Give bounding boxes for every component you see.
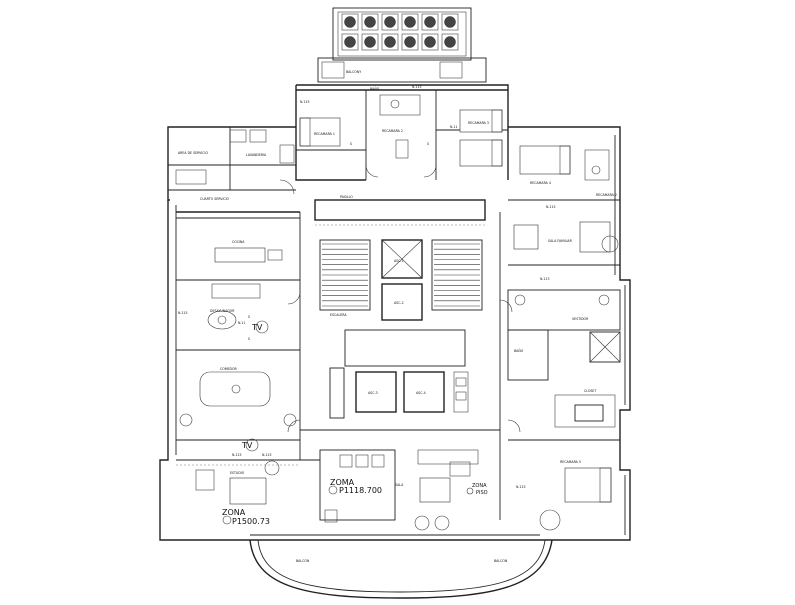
- fan-unit: [421, 33, 439, 51]
- fan-unit: [361, 33, 379, 51]
- fan-unit: [381, 13, 399, 31]
- service-area-label: AREA DE SERVICIO: [178, 151, 208, 155]
- fan-unit: [401, 13, 419, 31]
- level-marker-right-3: N.115: [516, 485, 525, 489]
- zone-1-title: ZONA: [222, 508, 246, 517]
- bath-right-label: BAÑO: [514, 348, 524, 353]
- zone-2: ZOMA P1118.700: [328, 478, 382, 495]
- fan-icon: [364, 36, 376, 48]
- level-marker-top-left: N.115: [300, 100, 309, 104]
- elevator-3-label: ASC-3: [368, 391, 378, 395]
- s-marker-1: S: [248, 315, 250, 319]
- lobby-area: SALA ZOMA P1118.700 ZONA PISO: [300, 429, 500, 531]
- level-marker-right-2: N.113: [540, 277, 549, 281]
- service-bedroom-label: CUARTO SERVICIO: [200, 197, 230, 201]
- fan-unit: [341, 33, 359, 51]
- dining-label: COMEDOR: [220, 367, 237, 371]
- lobby-label: SALA: [395, 483, 404, 487]
- zone-2-value: P1118.700: [339, 486, 382, 495]
- annotation-markers: S S S S N.115 N.115 N.11 N.115: [178, 142, 429, 457]
- fan-unit: [381, 33, 399, 51]
- balcony-top-label: BALCONY: [346, 70, 361, 74]
- elevator-4-label: ASC-4: [416, 391, 426, 395]
- rooftop-equipment: BALCONY: [317, 7, 487, 83]
- balcony-arc: BALCON BALCON: [249, 539, 553, 599]
- corridor-label: PASILLO: [340, 195, 353, 199]
- fan-icon: [424, 36, 436, 48]
- fan-icon: [364, 16, 376, 28]
- closet-label: CLOSET: [584, 389, 596, 393]
- fan-icon: [444, 36, 456, 48]
- fan-icon: [344, 16, 356, 28]
- stairs-label: ESCALERA: [330, 313, 347, 317]
- fan-icon: [384, 16, 396, 28]
- bedroom-4-label: RECAMARA 4: [530, 181, 551, 185]
- zone-3-title: ZONA: [472, 483, 487, 489]
- zone-1: ZONA P1500.73: [222, 508, 270, 526]
- laundry-label: LAVANDERIA: [246, 153, 267, 157]
- fan-icon: [404, 36, 416, 48]
- fan-unit: [401, 33, 419, 51]
- fan-icon: [424, 16, 436, 28]
- level-marker-right: N.115: [546, 205, 555, 209]
- level-marker-left-lower: N.115: [232, 453, 241, 457]
- right-wing: RECAMARA 4 RECAMARA 2 N.115 SALA FAMILIA…: [507, 145, 621, 531]
- level-marker-left-mid: N.11: [238, 321, 245, 325]
- fan-unit: [421, 13, 439, 31]
- fan-unit: [341, 13, 359, 31]
- zone-1-value: P1500.73: [232, 517, 270, 526]
- zone-3-value: PISO: [476, 490, 488, 496]
- breakfast-label: DESAYUNADOR: [210, 309, 235, 313]
- study-area: TV ESTUDIO ZONA P1500.73: [195, 438, 280, 526]
- s-marker-2: S: [248, 337, 250, 341]
- level-marker-left-lower-2: N.115: [262, 453, 271, 457]
- elevator-1-label: ASC-1: [394, 259, 404, 263]
- balcony-bottom-left-label: BALCON: [296, 559, 310, 563]
- zone-2-title: ZOMA: [330, 478, 355, 487]
- study-label: ESTUDIO: [230, 471, 245, 475]
- tv-marker-1: TV: [251, 323, 263, 332]
- fan-unit: [361, 13, 379, 31]
- bedroom-2-label: RECAMARA 2: [382, 129, 403, 133]
- zone-3: ZONA PISO: [466, 483, 488, 496]
- level-marker-top: N.115: [412, 85, 421, 89]
- s-marker-4: S: [427, 142, 429, 146]
- bedroom-right2-label: RECAMARA 2: [596, 193, 617, 197]
- fan-icon: [404, 16, 416, 28]
- kitchen-dining: COCINA DESAYUNADOR TV COMEDOR: [176, 211, 300, 441]
- fan-icon: [444, 16, 456, 28]
- balcony-bottom-right-label: BALCON: [494, 559, 508, 563]
- s-marker-3: S: [350, 142, 352, 146]
- bath-top-label: BAÑO: [370, 86, 380, 91]
- fan-icon: [344, 36, 356, 48]
- dressing-label: VESTIDOR: [572, 317, 589, 321]
- top-bedrooms: RECAMARA 1 RECAMARA 2 RECAMARA 3 BAÑO N.…: [296, 85, 508, 180]
- kitchen-label: COCINA: [232, 240, 245, 244]
- fan-icon: [384, 36, 396, 48]
- fan-unit: [441, 13, 459, 31]
- fan-unit: [441, 33, 459, 51]
- family-label: SALA FAMILIAR: [548, 239, 573, 243]
- elevator-2-label: ASC-2: [394, 301, 404, 305]
- bedroom-3-label: RECAMARA 3: [468, 121, 489, 125]
- level-marker-top-right: N.11: [450, 125, 457, 129]
- service-wing: AREA DE SERVICIO LAVANDERIA CUARTO SERVI…: [168, 127, 296, 201]
- interior-partitions: [176, 164, 521, 520]
- tv-marker-2: TV: [241, 441, 253, 450]
- bedroom-5-label: RECAMARA 5: [560, 460, 581, 464]
- outer-walls: [159, 84, 631, 541]
- central-core: PASILLO ESCALERA ASC-1 ASC-2 ASC-3 ASC-4: [314, 195, 486, 419]
- level-marker-left-edge: N.115: [178, 311, 187, 315]
- bedroom-1-label: RECAMARA 1: [314, 132, 335, 136]
